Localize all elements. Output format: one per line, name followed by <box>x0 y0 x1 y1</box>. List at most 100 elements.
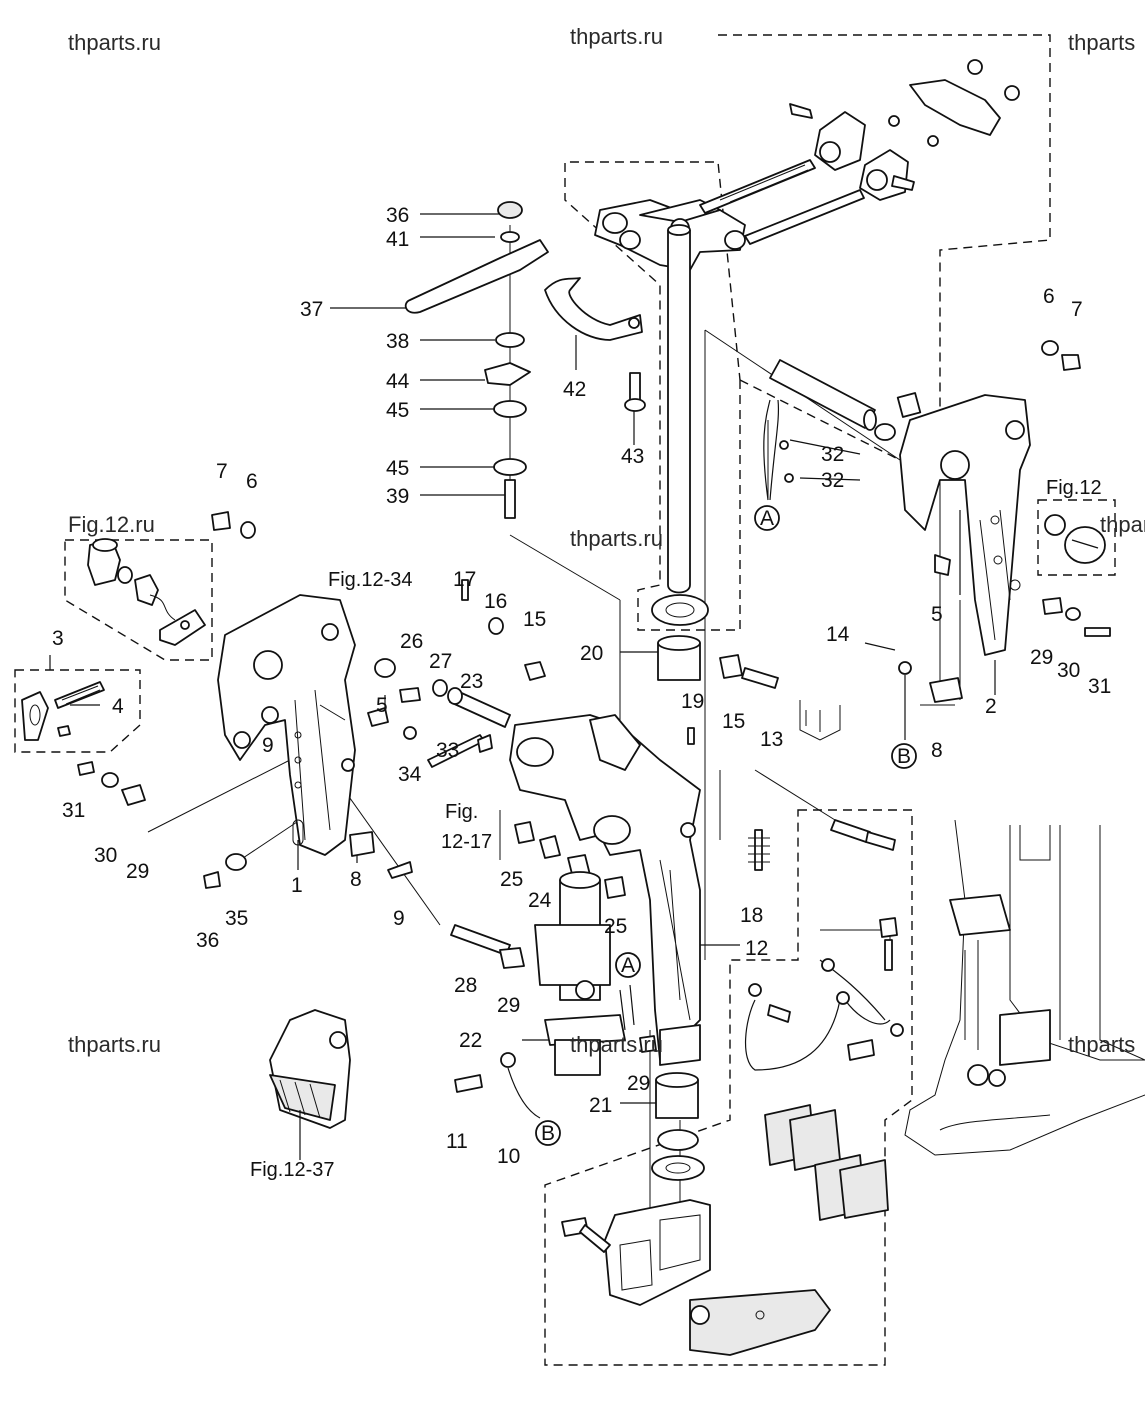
callout: 16 <box>484 590 507 613</box>
callout: 4 <box>112 695 124 718</box>
swivel-parts <box>427 579 896 1181</box>
callout: 11 <box>446 1130 468 1153</box>
callout: 34 <box>398 763 422 786</box>
callout: 44 <box>386 370 410 393</box>
ref-fig12-34: Fig.12-34 <box>328 569 413 591</box>
callout: 25 <box>500 868 523 891</box>
callout: 14 <box>826 623 850 646</box>
callout: 45 <box>386 457 409 480</box>
callout: 2 <box>985 695 997 718</box>
left-bracket-small-parts <box>77 511 511 889</box>
callout: 13 <box>760 728 783 751</box>
callout: 39 <box>386 485 409 508</box>
callout: 30 <box>1057 659 1080 682</box>
steering-link-pivots <box>789 59 1020 201</box>
part-callouts: 36 41 37 38 44 45 45 39 42 43 6 7 32 32 … <box>52 204 1111 1168</box>
watermark: thparts.ru <box>68 30 161 55</box>
callout: 28 <box>454 974 477 997</box>
callout: 29 <box>1030 646 1053 669</box>
callout: 7 <box>216 460 228 483</box>
callout: 20 <box>580 642 603 665</box>
left-clamp-bracket <box>217 594 356 856</box>
callout: 32 <box>821 469 844 492</box>
tilt-stopper-parts <box>799 700 841 741</box>
callout: 42 <box>563 378 586 401</box>
callout: 36 <box>386 204 409 227</box>
rubber-pads <box>764 1104 889 1221</box>
fig12-13-parts <box>87 538 206 646</box>
callout: 18 <box>740 904 763 927</box>
callout: 5 <box>931 603 943 626</box>
tie-rods <box>699 159 865 245</box>
callout: 31 <box>1088 675 1111 698</box>
callout: 45 <box>386 399 409 422</box>
tilt-tube <box>769 359 896 441</box>
right-clamp-bracket <box>896 392 1031 656</box>
callout: 25 <box>604 915 627 938</box>
callout: 3 <box>52 627 64 650</box>
callout: 29 <box>627 1072 650 1095</box>
lower-mount-group-boundary <box>544 809 913 1366</box>
callout: 7 <box>1071 298 1083 321</box>
callout: 24 <box>528 889 552 912</box>
callout: 19 <box>681 690 704 713</box>
watermark: thparts.ru <box>68 1032 161 1057</box>
connector-b-right: B <box>897 745 911 768</box>
callout: 29 <box>126 860 149 883</box>
bolt-43 <box>624 372 646 412</box>
throttle-friction-stack <box>404 201 549 519</box>
callout: 1 <box>291 874 303 897</box>
callout: 8 <box>350 868 362 891</box>
watermark: thparts <box>1068 1032 1135 1057</box>
connector-b-bottom: B <box>541 1122 555 1145</box>
ground-wire <box>744 399 904 1071</box>
fig12-right-boundary <box>1037 499 1116 576</box>
part-3-boundary <box>14 669 141 753</box>
callout: 41 <box>386 228 409 251</box>
callout: 15 <box>722 710 745 733</box>
connector-markers: A B A B <box>535 505 917 1146</box>
callout: 33 <box>436 739 459 762</box>
callout: 9 <box>393 907 405 930</box>
callout: 30 <box>94 844 117 867</box>
callout: 21 <box>589 1094 612 1117</box>
callout: 31 <box>62 799 85 822</box>
watermark: thparts <box>1068 30 1135 55</box>
ref-fig12-17-line1: Fig. <box>445 801 478 823</box>
callout: 10 <box>497 1145 520 1168</box>
callout: 12 <box>745 937 768 960</box>
callout: 8 <box>931 739 943 762</box>
callout: 35 <box>225 907 248 930</box>
fig12-13-boundary <box>64 539 213 661</box>
watermark: Fig.12.ru <box>68 512 155 537</box>
connector-a-bottom: A <box>621 954 635 977</box>
ref-fig12-right: Fig.12 <box>1046 477 1102 499</box>
watermark: thparts <box>1100 512 1145 537</box>
steering-bracket-assembly <box>594 199 746 594</box>
callout: 5 <box>376 694 388 717</box>
watermarks: thparts.ru thparts.ru thparts Fig.12.ru … <box>68 24 1145 1057</box>
friction-plate-42 <box>544 277 643 341</box>
callout: 36 <box>196 929 219 952</box>
callout: 15 <box>523 608 546 631</box>
watermark: thparts.ru <box>570 1032 663 1057</box>
fig12-37-handle <box>269 1009 351 1160</box>
callout: 17 <box>453 568 476 591</box>
lower-mount-assembly <box>561 1199 831 1356</box>
small-right-parts <box>864 340 1111 740</box>
watermark: thparts.ru <box>570 526 663 551</box>
callout: 37 <box>300 298 323 321</box>
part-3-and-4 <box>21 681 105 741</box>
connector-a-top: A <box>760 507 774 530</box>
callout: 27 <box>429 650 452 673</box>
callout: 6 <box>1043 285 1055 308</box>
figure-references: Fig.12-34 Fig. 12-17 Fig.12-37 Fig.12 <box>250 477 1102 1181</box>
ref-fig12-37: Fig.12-37 <box>250 1159 335 1181</box>
steering-group-boundary <box>564 34 1051 631</box>
tilt-cylinder <box>450 871 657 1119</box>
watermark: thparts.ru <box>570 24 663 49</box>
callout: 9 <box>262 734 274 757</box>
callout: 26 <box>400 630 423 653</box>
callout: 6 <box>246 470 258 493</box>
